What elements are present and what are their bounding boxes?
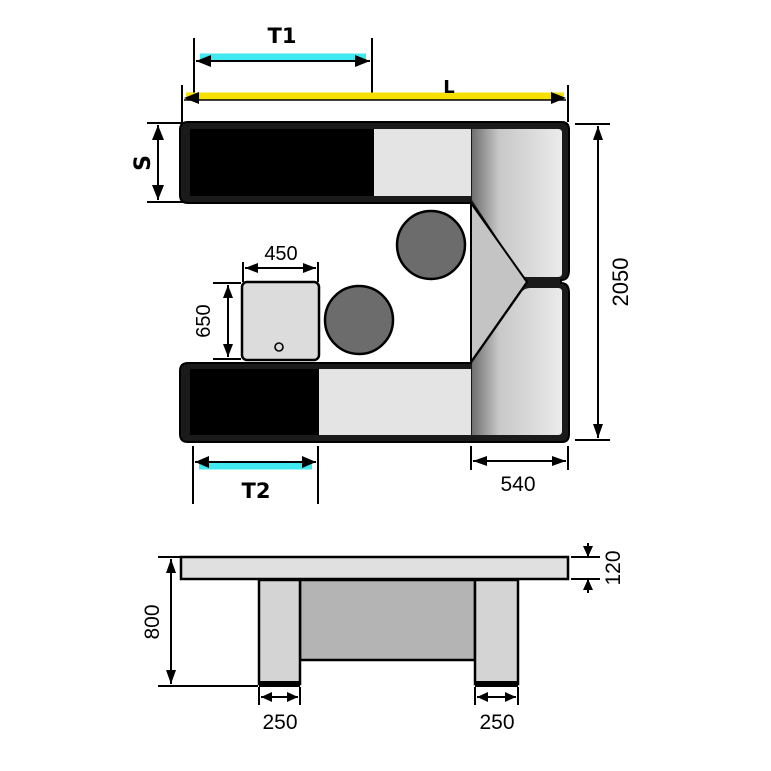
t1-dimension: T1 — [193, 24, 373, 96]
l-dimension: L — [181, 77, 569, 122]
bottom-conveyor — [190, 369, 319, 435]
l-label: L — [443, 77, 454, 98]
width-540-label: 540 — [500, 473, 535, 496]
bagging-chute — [470, 199, 529, 366]
foot-left — [259, 681, 300, 687]
height-800-label: 800 — [141, 604, 164, 639]
leg-right — [473, 578, 520, 686]
end-panel-lower — [472, 288, 562, 435]
depth-650-label: 650 — [193, 304, 215, 337]
top-120-dimension: 120 — [571, 543, 625, 593]
width-540-dimension: 540 — [470, 446, 569, 496]
length-2050-dimension: 2050 — [575, 123, 633, 441]
top-conveyor — [190, 129, 374, 196]
top-counter-surface — [374, 129, 471, 196]
bin-lower — [323, 284, 395, 356]
t2-label: T2 — [242, 479, 271, 503]
side-view: 120 800 250 250 — [141, 543, 625, 734]
foot-right — [475, 681, 518, 687]
u-counter — [179, 121, 570, 443]
width-450-dimension: 450 — [242, 243, 319, 282]
leg-right-250-label: 250 — [479, 711, 514, 734]
bin-upper — [395, 209, 467, 281]
leg-right-250-dimension: 250 — [474, 687, 519, 734]
lock-icon — [274, 342, 284, 352]
s-label: S — [131, 155, 156, 171]
height-800-dimension: 800 — [141, 556, 258, 687]
leg-left-250-label: 250 — [262, 711, 297, 734]
t2-dimension: T2 — [192, 446, 319, 504]
length-2050-label: 2050 — [608, 258, 633, 307]
end-panel-upper — [472, 129, 562, 277]
leg-left — [257, 578, 302, 686]
cash-box — [240, 280, 321, 362]
plan-view: T1 L S — [131, 24, 633, 504]
t1-label: T1 — [268, 24, 297, 48]
width-450-label: 450 — [264, 243, 297, 265]
cabinet-panel — [298, 578, 477, 662]
s-dimension: S — [131, 122, 184, 203]
bottom-counter-surface — [319, 369, 471, 435]
depth-650-dimension: 650 — [193, 282, 241, 360]
counter-top — [179, 555, 570, 581]
top-120-label: 120 — [602, 550, 625, 585]
leg-left-250-dimension: 250 — [258, 687, 301, 734]
